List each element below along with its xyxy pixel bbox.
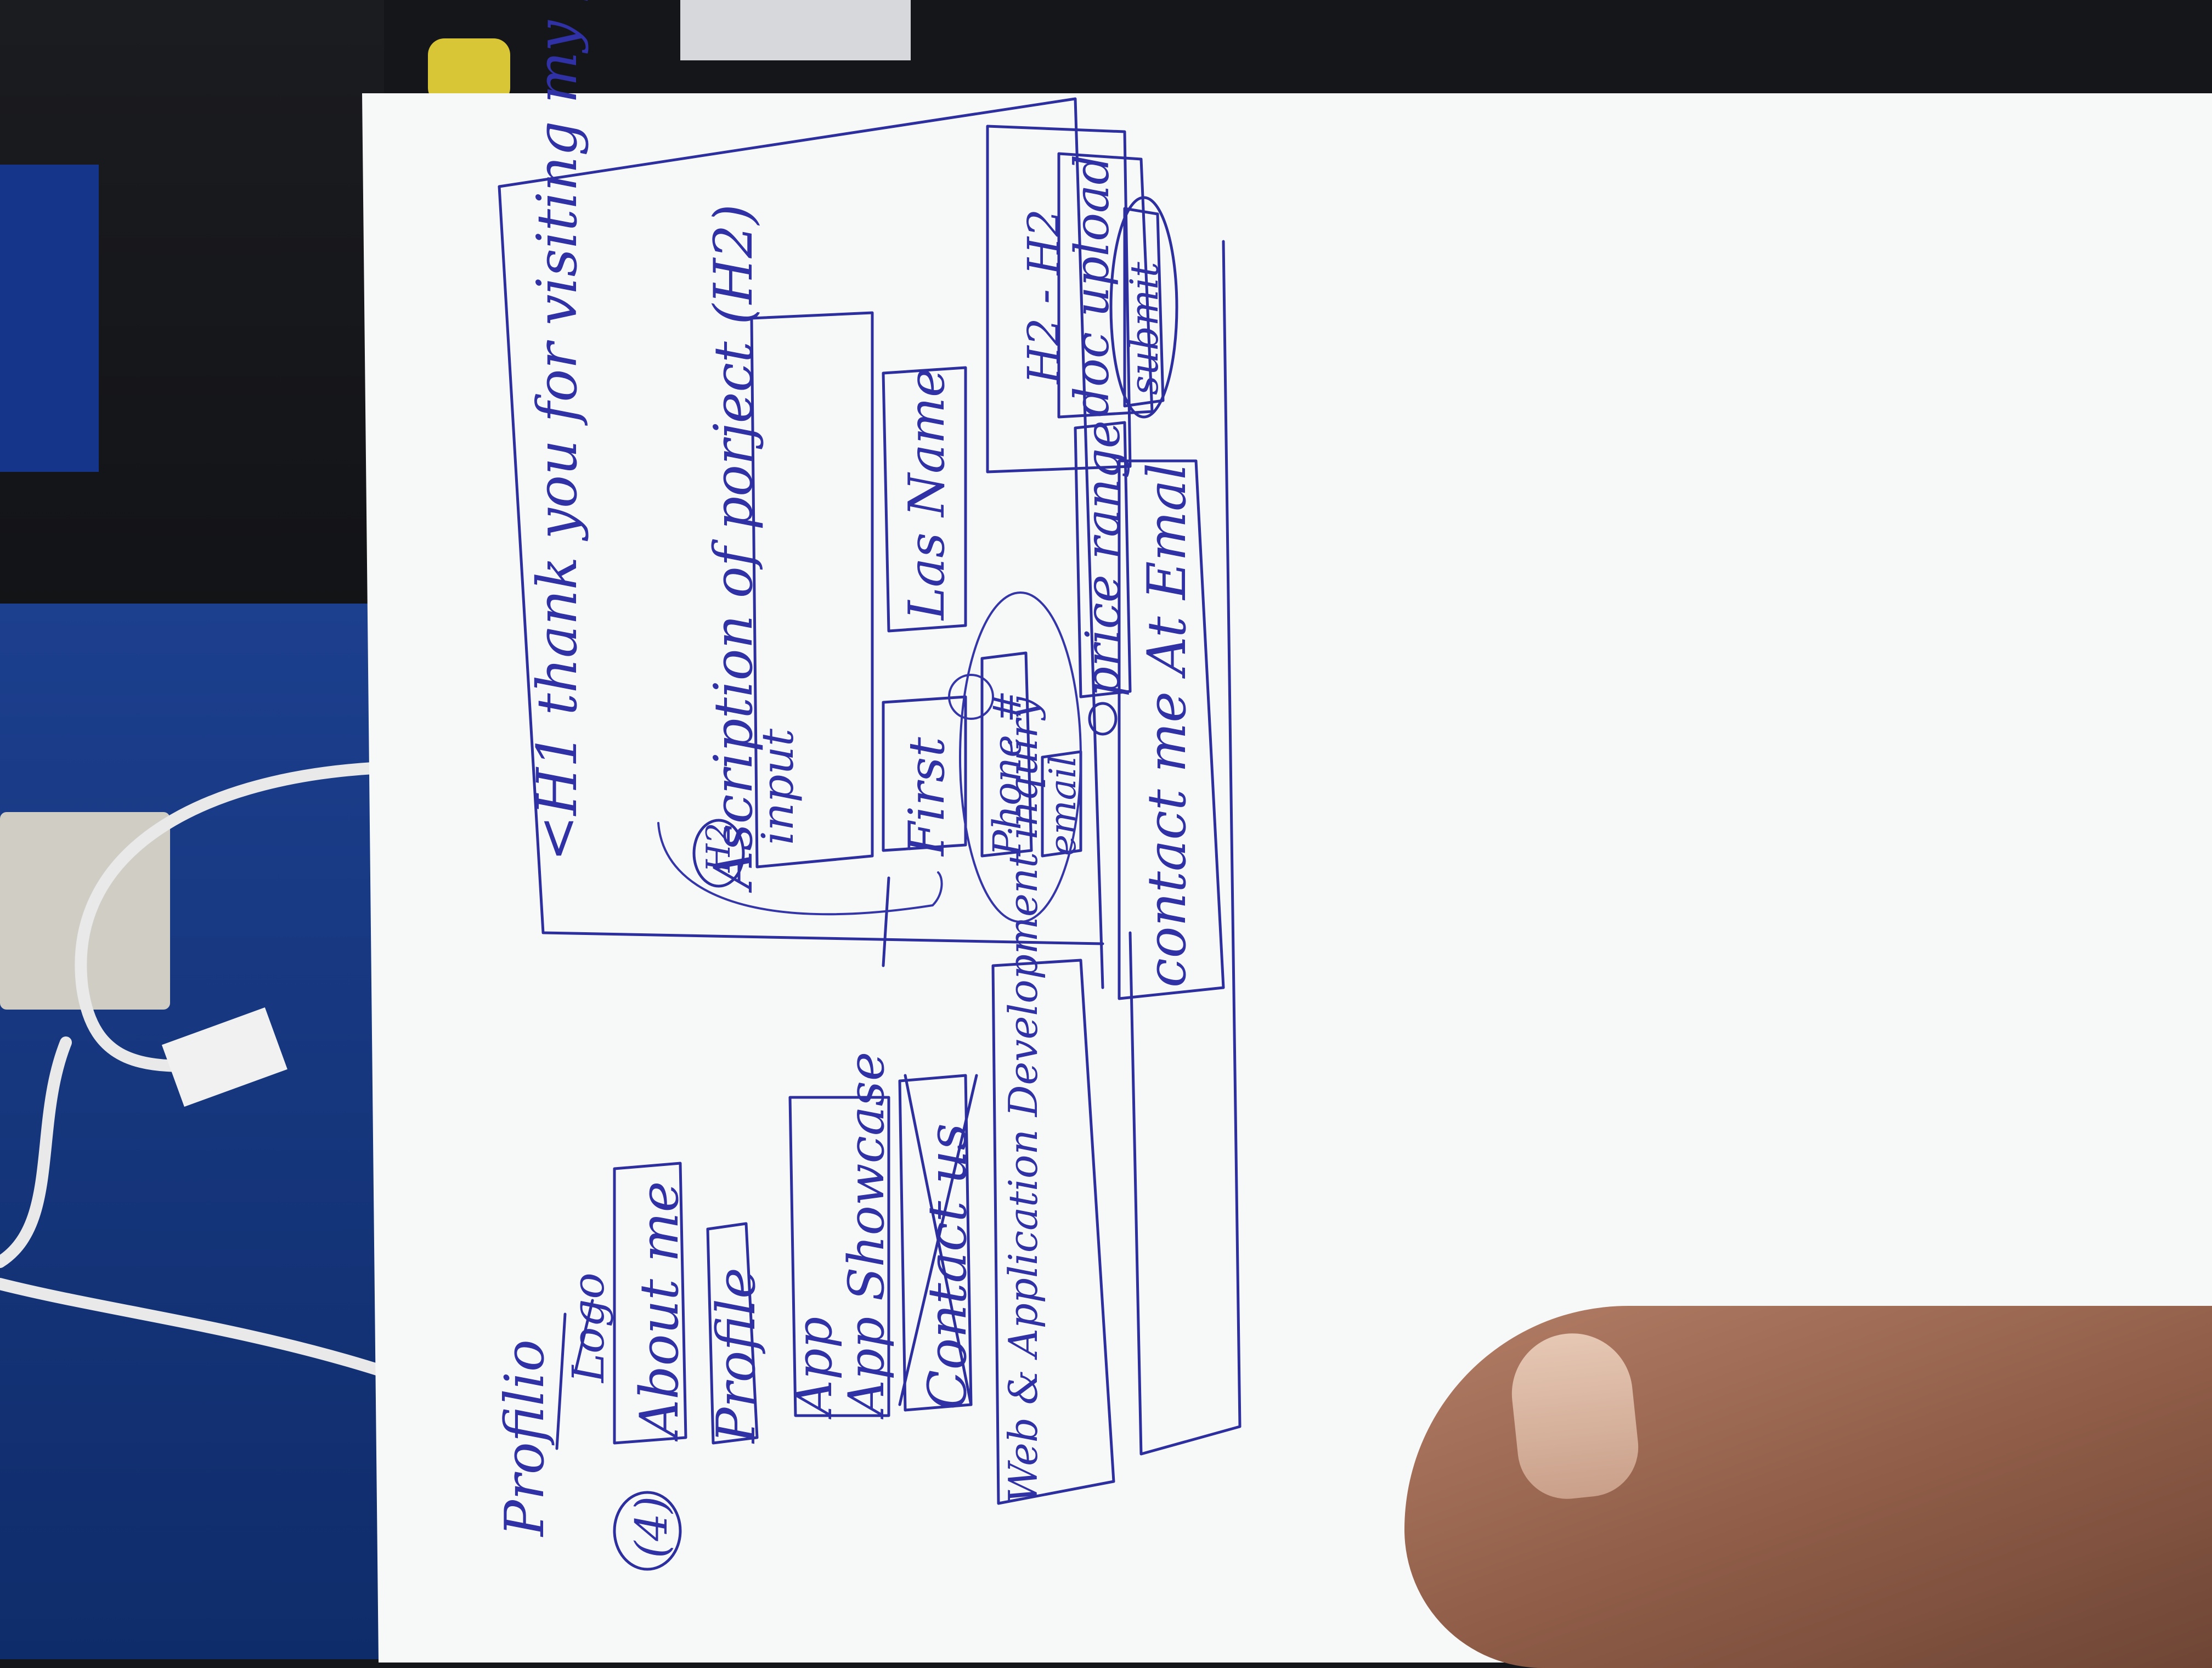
nav-box-profile (706, 1222, 759, 1445)
submit-button: submit (1122, 261, 1167, 395)
h2-mark: H2 (699, 823, 738, 874)
input-label: input (752, 728, 803, 845)
site-title: Profilio (494, 1339, 556, 1537)
last-name: Las Name (898, 368, 956, 621)
doc-upload-box (1057, 152, 1154, 419)
first-name: First (898, 737, 956, 857)
phone-email-circle (959, 591, 1082, 923)
phone-field: Phone # (985, 690, 1030, 857)
input-box (750, 311, 874, 869)
first-name-box (882, 695, 967, 852)
logo-circle (613, 1491, 682, 1571)
nav-box-showcase (788, 1096, 890, 1417)
h2-header: H2 - H2 (1018, 209, 1069, 385)
h2-circle (692, 819, 745, 888)
footer-long-frame (1128, 240, 1242, 1456)
nav-box-about (613, 1162, 687, 1445)
footer-contact: contact me At Emal (1136, 463, 1198, 988)
inquiry-text: Web & Application Development inquiry (1000, 696, 1046, 1503)
blue-box-top (0, 165, 99, 472)
nav-app-showcase: App Showcase (838, 1052, 895, 1419)
logo-mark: (4) (626, 1496, 677, 1558)
price-range-box (1074, 421, 1132, 698)
arrow-curve (657, 822, 943, 916)
nav-app-showcase-line1: App (786, 1317, 843, 1419)
last-name-box (882, 366, 967, 633)
frame-top (498, 97, 1104, 989)
white-box (680, 0, 911, 60)
frame-left (498, 185, 1104, 945)
nav-profile: Profile (706, 1267, 767, 1444)
frame-join (882, 876, 890, 967)
footer-box (1118, 459, 1225, 1000)
right-column-box (986, 125, 1132, 474)
logo-crossed-text: Logo (563, 1272, 614, 1384)
hero-h1: <H1 thank you for visiting my profolio> (525, 0, 589, 861)
submit-circle (1109, 196, 1178, 419)
nav-box-contact (898, 1074, 973, 1412)
inquiry-box (991, 959, 1115, 1505)
nav-about-me: About me (629, 1181, 690, 1442)
submit-box (1123, 207, 1165, 408)
nav-contact-us: Contact us (917, 1123, 978, 1410)
phone-box (980, 651, 1033, 858)
